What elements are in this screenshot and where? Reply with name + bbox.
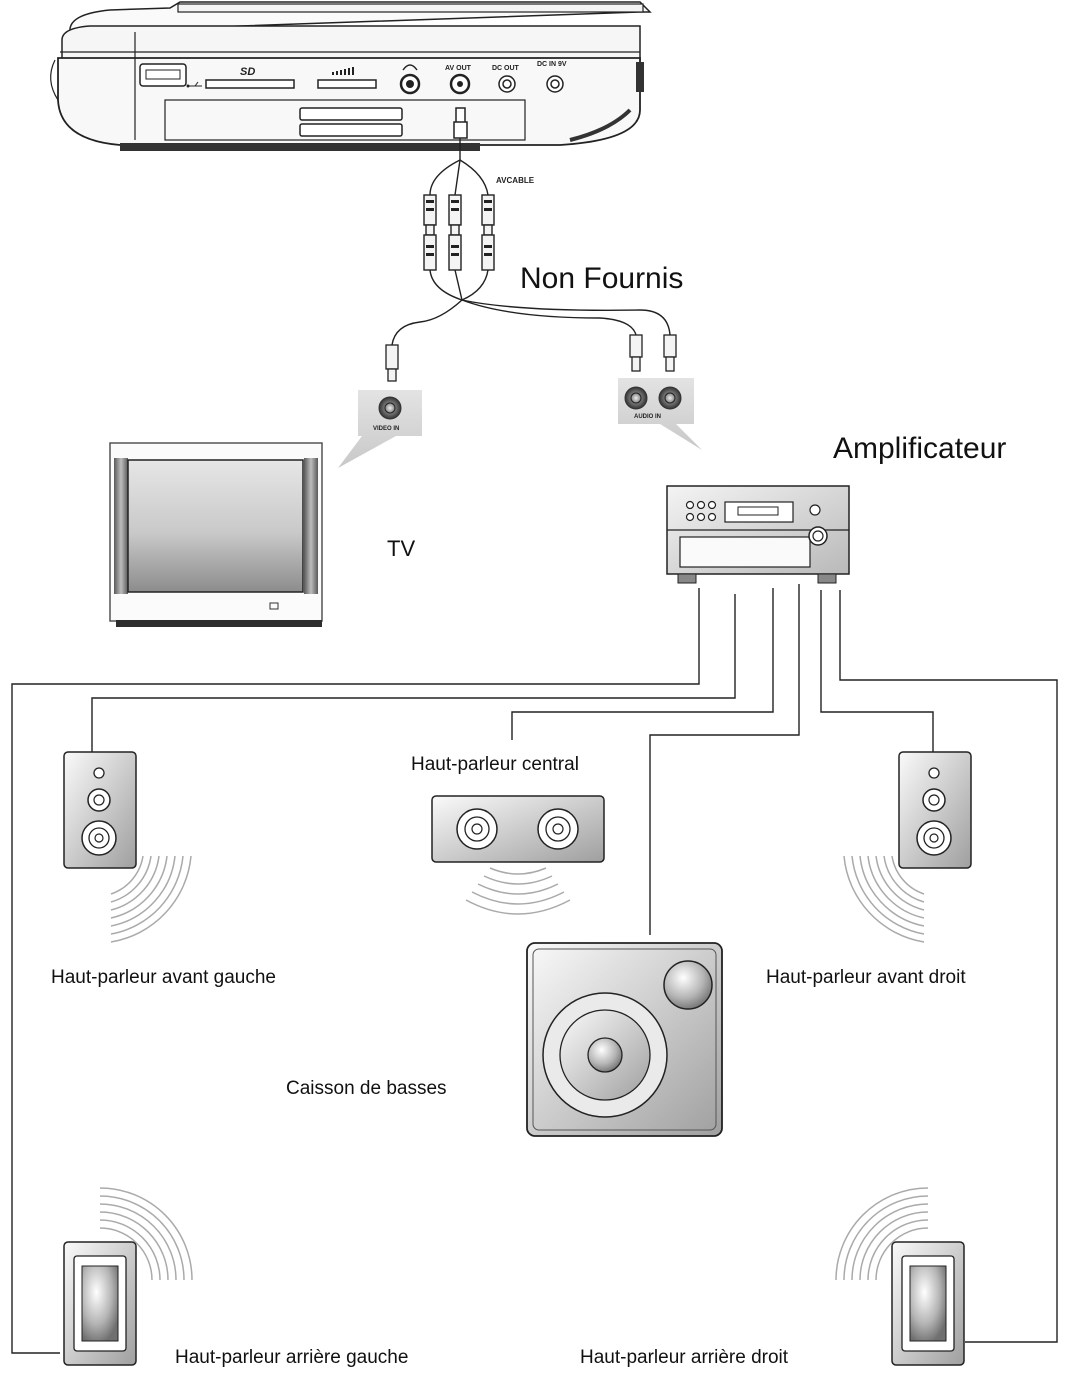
tv-label: TV [387,536,416,561]
speaker-front-right [898,751,972,869]
hp-central-label: Haut-parleur central [411,754,579,775]
hp-avant-gauche-label: Haut-parleur avant gauche [51,967,276,988]
speaker-wires [11,584,1058,1354]
wire-front-left [91,594,736,752]
headphone-icon [402,64,418,71]
non-fournis-label: Non Fournis [520,262,684,295]
hp-arriere-droit-label: Haut-parleur arrière droit [580,1347,789,1368]
dc-out-label: DC OUT [492,65,520,72]
wire-rear-left [11,588,700,1354]
hp-avant-droit-label: Haut-parleur avant droit [766,967,966,988]
sd-label: SD [240,66,255,78]
sd-slot [205,79,295,89]
wire-front-right [820,590,934,752]
wire-rear-right [839,590,1058,1343]
usb-icon [186,81,202,88]
speaker-rear-right [891,1241,965,1366]
speaker-front-left [63,751,137,869]
dc-in-label: DC IN 9V [537,61,567,68]
rca-plugs [423,194,495,271]
wire-subwoofer [649,584,800,935]
dvd-player: SD AV OUT DC OUT DC IN 9V [50,1,652,151]
speaker-center [431,795,605,863]
tv-icon [109,442,323,627]
video-in-label: VIDEO IN [373,426,399,432]
amplificateur-label: Amplificateur [833,432,1007,465]
wire-center [511,588,774,740]
sound-waves-rear-right [835,1187,929,1281]
sound-waves-front-left [110,855,192,943]
sound-waves-rear-left [99,1187,193,1281]
volume-slider [317,79,377,89]
av-cable-label: AVCABLE [496,176,535,185]
volume-icon [332,67,354,75]
subwoofer [526,942,723,1137]
sound-waves-center [465,867,571,915]
av-cable [391,138,671,346]
speaker-rear-left [63,1241,137,1366]
hp-arriere-gauche-label: Haut-parleur arrière gauche [175,1347,409,1368]
video-plug [385,344,399,382]
audio-in-label: AUDIO IN [634,414,661,420]
sound-waves-front-right [843,855,925,943]
caisson-label: Caisson de basses [286,1078,447,1099]
video-in-callout: VIDEO IN [338,390,422,468]
av-out-label: AV OUT [445,65,472,72]
audio-plugs [629,334,677,372]
audio-in-callout: AUDIO IN [618,378,702,450]
amplifier-icon [666,485,850,584]
